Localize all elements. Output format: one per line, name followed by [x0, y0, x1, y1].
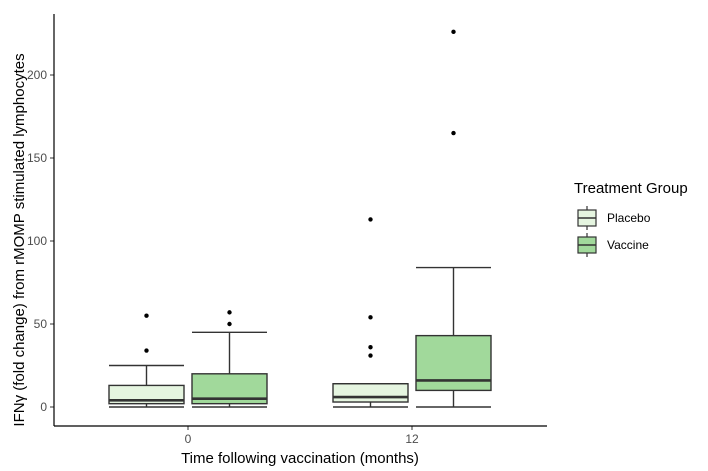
outlier-point	[368, 217, 373, 222]
outlier-point	[227, 321, 232, 327]
box-vaccine-0	[191, 310, 268, 408]
y-axis-title: IFNγ (fold change) from rMOMP stimulated…	[11, 53, 28, 426]
outlier-point	[368, 315, 373, 320]
x-axis-title: Time following vaccination (months)	[181, 450, 419, 467]
x-tick-label: 0	[185, 432, 192, 446]
box-placebo-0	[108, 313, 185, 408]
y-tick-label: 50	[34, 317, 48, 331]
legend-item-placebo: Placebo	[577, 206, 651, 230]
box-placebo-12	[332, 217, 409, 408]
outlier-point	[368, 353, 373, 358]
y-tick-label: 0	[40, 400, 47, 414]
outlier-point	[144, 313, 149, 318]
legend-item-vaccine: Vaccine	[577, 233, 649, 257]
x-axis-ticks: 0 12	[185, 426, 419, 446]
y-tick-label: 150	[27, 151, 47, 165]
box-vaccine-12	[415, 29, 492, 408]
outlier-point	[451, 29, 456, 35]
x-tick-label: 12	[405, 432, 419, 446]
outlier-point	[144, 348, 149, 353]
plot-area	[108, 29, 492, 408]
legend-label: Placebo	[607, 211, 651, 225]
outlier-point	[451, 130, 456, 136]
legend-label: Vaccine	[607, 238, 649, 252]
outlier-point	[227, 310, 232, 315]
outlier-point	[368, 345, 373, 350]
y-tick-label: 200	[27, 68, 47, 82]
y-axis-title-group: IFNγ (fold change) from rMOMP stimulated…	[11, 53, 28, 426]
y-axis-ticks: 0 50 100 150 200	[27, 68, 54, 414]
y-tick-label: 100	[27, 234, 47, 248]
legend-title: Treatment Group	[574, 180, 688, 197]
